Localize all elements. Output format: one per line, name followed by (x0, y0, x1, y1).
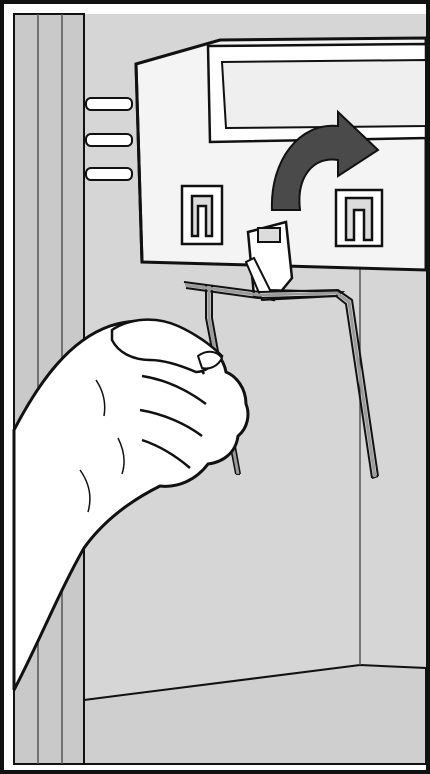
bracket-slot-left (182, 186, 222, 244)
rail-slots (86, 98, 132, 180)
bracket-slot-right (336, 190, 382, 246)
